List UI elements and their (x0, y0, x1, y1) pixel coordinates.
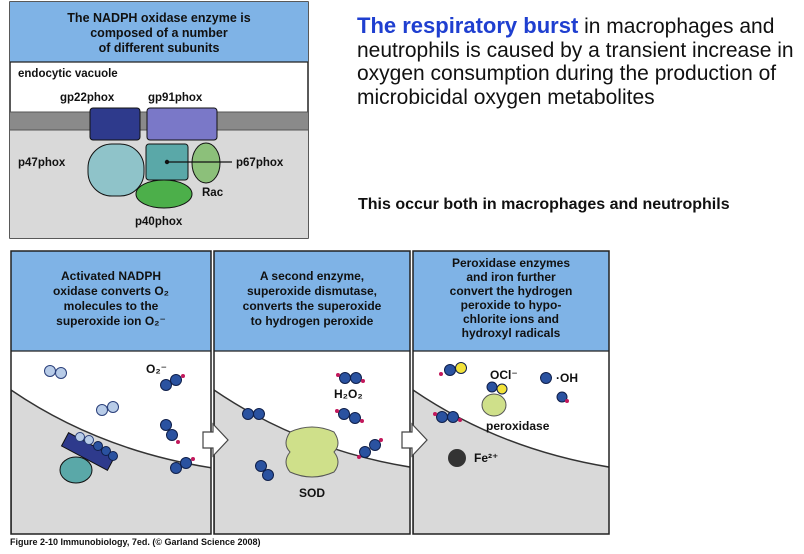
ocl-label: OCl⁻ (490, 368, 518, 382)
gp91phox-label: gp91phox (148, 92, 203, 104)
heading-highlight: The respiratory burst (357, 13, 579, 38)
radical-dot (181, 374, 185, 378)
panel-3-title-line-4: peroxide to hypo- (461, 298, 562, 312)
panel-1-title-line-1: Activated NADPH (61, 269, 161, 283)
superoxide-molecule (160, 374, 182, 391)
oxygen-molecule (96, 401, 119, 416)
superoxide-molecule (93, 441, 118, 461)
p67phox-label: p67phox (236, 157, 284, 169)
arrow-2-to-3 (401, 422, 428, 458)
nadph-oxidase-complex (60, 431, 116, 472)
radical-dot (191, 457, 195, 461)
rac-label: Rac (202, 187, 224, 199)
peroxidase-label: peroxidase (486, 419, 550, 433)
sod-label: SOD (299, 486, 325, 500)
peroxidase-enzyme (481, 393, 507, 417)
top-panel: The NADPH oxidase enzyme is composed of … (9, 1, 309, 239)
hydroxyl-molecule (556, 391, 568, 403)
top-panel-header (10, 2, 308, 62)
panel-3-title-line-1: Peroxidase enzymes (452, 256, 570, 270)
top-title-line-3: of different subunits (99, 41, 220, 55)
panel-2-h2o2-label: H₂O₂ (334, 387, 363, 401)
hydrogen-peroxide-molecule (436, 411, 459, 423)
subheading: This occur both in macrophages and neutr… (358, 196, 730, 213)
panel-1-title-line-3: molecules to the (64, 299, 159, 313)
rac-subunit (191, 142, 221, 184)
panel-2-title-line-1: A second enzyme, (260, 269, 364, 283)
top-title-line-2: composed of a number (90, 26, 228, 40)
panel-1-header (11, 251, 211, 351)
p40phox-subunit (135, 179, 193, 209)
panel-3-title-line-2: and iron further (466, 270, 556, 284)
oxygen-molecule (75, 432, 94, 445)
cell-membrane-3 (413, 389, 609, 534)
p47phox-subunit (87, 143, 145, 197)
panel-2: A second enzyme, superoxide dismutase, c… (213, 250, 411, 535)
panel-2-title-line-2: superoxide dismutase, (247, 284, 377, 298)
superoxide-molecule (170, 457, 192, 474)
panel-3-title-line-3: convert the hydrogen (450, 284, 573, 298)
superoxide-molecule (242, 408, 265, 420)
superoxide-molecule (160, 419, 178, 441)
hypochlorite-molecule (444, 362, 467, 376)
panel-2-header (214, 251, 410, 351)
panel-3-title-line-5: chlorite ions and (463, 312, 559, 326)
hydrogen-peroxide-molecule (339, 372, 362, 384)
gp91phox-subunit (146, 107, 218, 141)
panel-1-superoxide-label: O₂⁻ (146, 362, 167, 376)
panel-3: Peroxidase enzymes and iron further conv… (412, 250, 610, 535)
oh-label: ·OH (556, 371, 578, 385)
oxidase-cytosolic-part (59, 456, 93, 484)
oxygen-molecule (44, 365, 67, 379)
panel-2-title-line-3: converts the superoxide (243, 299, 382, 313)
panel-1: Activated NADPH oxidase converts O₂ mole… (10, 250, 212, 535)
panel-1-title-line-4: superoxide ion O₂⁻ (56, 314, 166, 328)
superoxide-molecule (255, 460, 274, 481)
sod-enzyme (285, 426, 339, 478)
vacuole-label: endocytic vacuole (18, 68, 118, 80)
panel-2-title-line-4: to hydrogen peroxide (251, 314, 374, 328)
hydrogen-peroxide-molecule (359, 439, 381, 458)
hydroxyl-molecule (540, 372, 552, 384)
figure-caption: Figure 2-10 Immunobiology, 7ed. (© Garla… (10, 537, 261, 547)
radical-dot (176, 440, 180, 444)
top-title-line-1: The NADPH oxidase enzyme is (67, 11, 250, 25)
gp22phox-label: gp22phox (60, 92, 115, 104)
panel-3-header (413, 251, 609, 351)
p47phox-label: p47phox (18, 157, 66, 169)
hydrogen-peroxide-molecule (338, 408, 361, 424)
hypochlorite-molecule (486, 381, 508, 395)
arrow-1-to-2 (202, 422, 229, 458)
iron-ion (448, 449, 466, 467)
p40phox-label: p40phox (135, 216, 183, 228)
heading-rest: in macrophages and neutrophils is caused… (357, 15, 794, 109)
fe-label: Fe²⁺ (474, 451, 498, 465)
panel-3-title-line-6: hydroxyl radicals (462, 326, 561, 340)
gp22phox-subunit (89, 107, 141, 141)
heading: The respiratory burst in macrophages and… (357, 14, 797, 109)
panel-1-title-line-2: oxidase converts O₂ (53, 284, 169, 298)
